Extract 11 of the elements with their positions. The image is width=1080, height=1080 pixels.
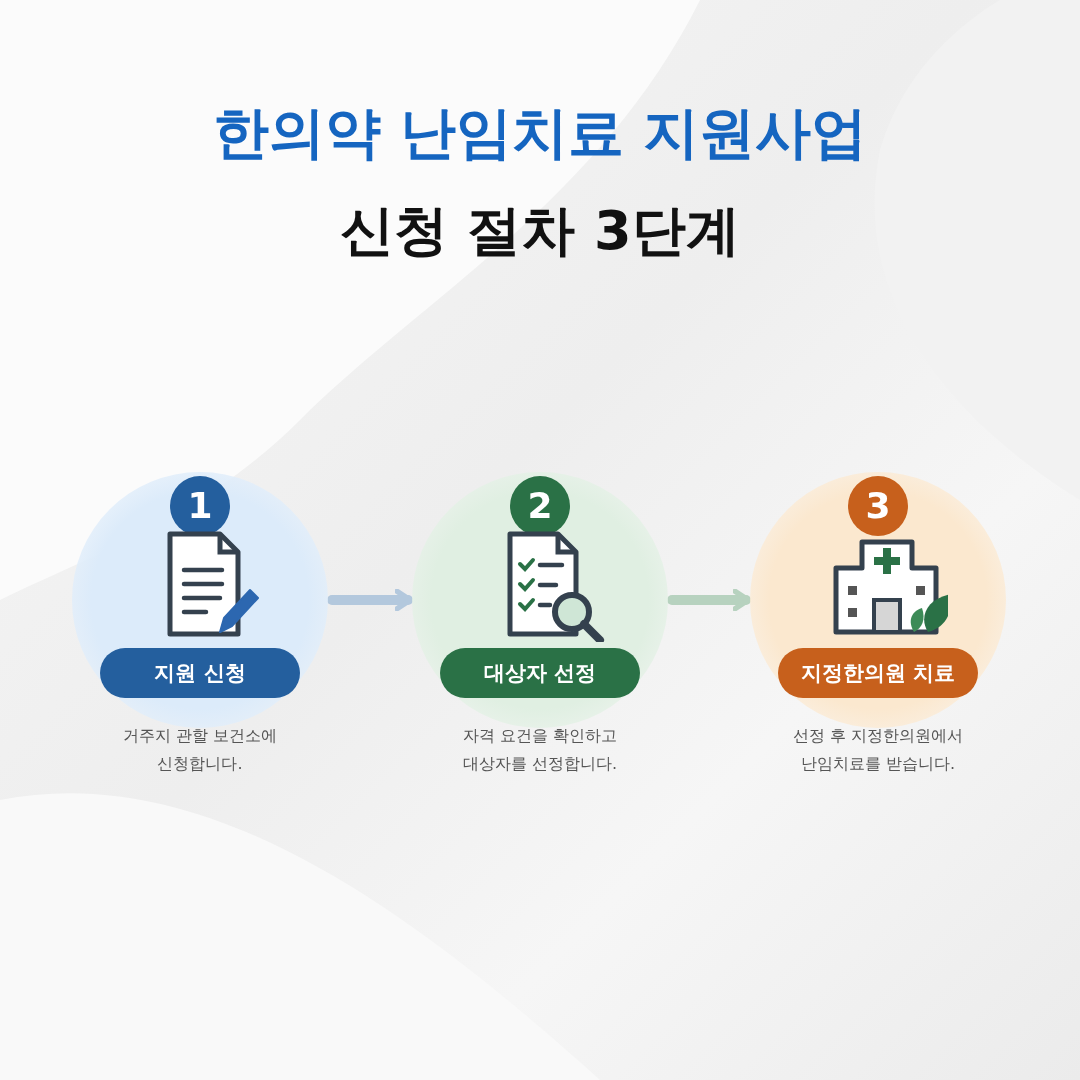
arrow <box>667 588 751 612</box>
step-description: 선정 후 지정한의원에서 난임치료를 받습니다. <box>791 725 965 775</box>
subtitle: 신청 절차 3단계 <box>339 198 741 264</box>
step-label: 대상자 선정 <box>440 648 640 698</box>
step-description: 거주지 관할 보건소에 신청합니다. <box>121 725 279 775</box>
arrow <box>327 588 413 612</box>
step-label: 지정한의원 치료 <box>778 648 978 698</box>
step-label: 지원 신청 <box>100 648 300 698</box>
step-number: 3 <box>848 476 908 536</box>
title: 한의약 난임치료 지원사업 <box>211 99 869 167</box>
step-description: 자격 요건을 확인하고 대상자를 선정합니다. <box>461 725 619 775</box>
